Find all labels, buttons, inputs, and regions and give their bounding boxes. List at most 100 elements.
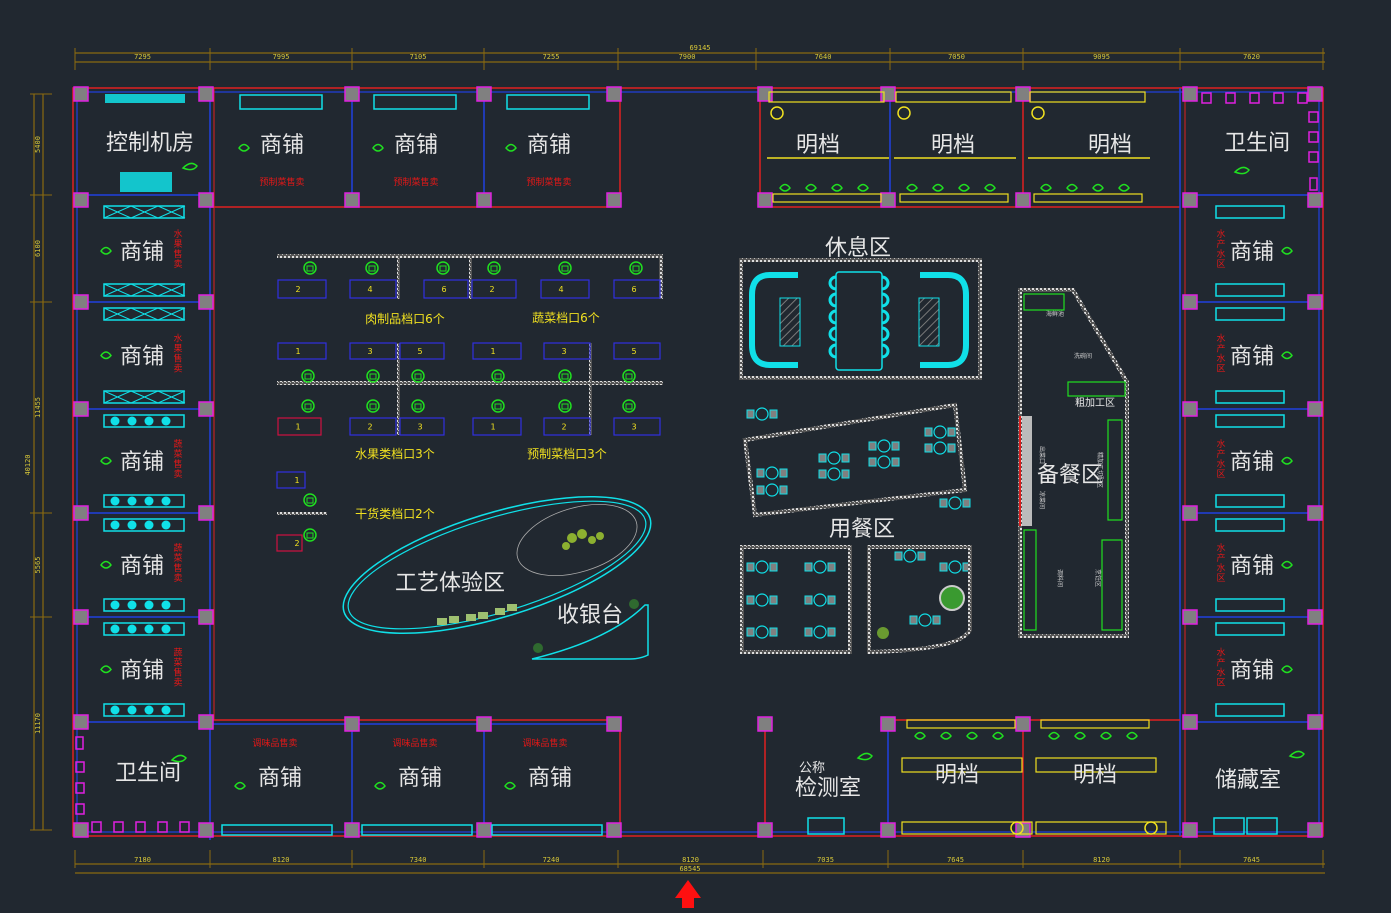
svg-text:售: 售 [173,248,182,260]
fine-processing-label: 精加工切配区 [1096,452,1104,488]
dim-bottom-segment: 7340 [410,856,427,864]
dining-table [909,613,941,627]
svg-text:1: 1 [490,423,495,432]
svg-text:调味品售卖: 调味品售卖 [252,737,297,749]
svg-text:水: 水 [173,228,182,240]
svg-text:产: 产 [1216,238,1225,250]
svg-text:卖: 卖 [173,469,182,480]
svg-text:水: 水 [1216,248,1225,260]
dimension-left [33,94,44,830]
svg-text:2: 2 [561,423,566,432]
svg-text:3: 3 [367,347,372,356]
stall-vendor-icon [411,399,425,413]
storage-room-label: 储藏室 [1215,768,1281,793]
stall-box: 5 [399,342,445,360]
dining-table [939,560,971,574]
stall-box: 1 [472,417,522,436]
stall-vendor-icon [491,369,505,383]
svg-text:水: 水 [1216,458,1225,470]
open-stall-bottom: 明档 [901,719,1033,835]
dim-left-segment: 6100 [34,240,42,257]
dining-table [756,483,788,497]
dim-top-segment: 7620 [1243,53,1260,61]
stall-vendor-icon [303,493,317,507]
stall-box: 3 [349,342,397,360]
svg-text:商铺: 商铺 [1230,240,1274,265]
cashier-area: 收银台 [531,599,649,660]
svg-text:水: 水 [173,333,182,345]
svg-text:水: 水 [1216,438,1225,450]
chair-icon [372,143,384,152]
seafood-pool-label: 海鲜池 [1046,310,1064,318]
svg-text:2: 2 [294,539,299,548]
chair-icon [984,183,996,192]
stall-vendor-icon [301,399,315,413]
chair-icon [857,183,869,192]
dim-left-total: 40120 [24,454,32,475]
svg-text:4: 4 [367,285,372,294]
dim-bottom-segment: 7240 [543,856,560,864]
svg-text:2: 2 [489,285,494,294]
open-stall-top: 明档 [767,91,889,203]
stall-label-vegetable: 蔬菜档口6个 [532,311,600,325]
svg-text:商铺: 商铺 [120,554,164,579]
dining-table [756,466,788,480]
open-stall-top: 明档 [1028,91,1150,203]
stall-box: 2 [277,279,327,299]
inspection-prefix-label: 公称 [799,761,825,776]
dimension-top [75,52,1325,63]
svg-text:1: 1 [490,347,495,356]
chair-icon [1040,183,1052,192]
inspection-room: 公称 检测室 [795,752,873,835]
svg-text:产: 产 [1216,552,1225,564]
svg-text:菜: 菜 [173,657,182,669]
craft-area-label: 工艺体验区 [395,571,505,596]
dining-area: 用餐区 [740,402,972,655]
stall-label-fruit: 水果类档口3个 [355,447,435,461]
dining-area-label: 用餐区 [829,517,895,542]
stall-vendor-icon [491,399,505,413]
svg-text:3: 3 [631,423,636,432]
svg-text:卖: 卖 [173,573,182,584]
control-room-label: 控制机房 [106,131,194,156]
svg-text:售: 售 [173,667,182,679]
svg-text:6: 6 [441,285,446,294]
dim-bottom-segment: 7645 [947,856,964,864]
dining-table [818,467,850,481]
stall-vendor-icon [303,261,317,275]
dim-bottom-total: 68545 [679,865,700,873]
chair-icon [374,781,386,790]
entrance-arrow-icon [675,880,701,908]
exterior-walls [72,87,1324,837]
stall-box: 2 [471,279,517,299]
svg-text:水: 水 [1216,647,1225,659]
chair-icon [1074,731,1086,740]
stall-box: 6 [423,279,469,299]
stall-vendor-icon [487,261,501,275]
dim-bottom-segment: 8120 [273,856,290,864]
svg-text:5: 5 [417,347,422,356]
dining-table [818,451,850,465]
dining-table [804,560,836,574]
svg-text:4: 4 [558,285,563,294]
stall-box: 6 [613,279,661,299]
dim-bottom-segment: 7035 [817,856,834,864]
svg-text:菜: 菜 [173,448,182,460]
dim-bottom-segment: 8120 [682,856,699,864]
svg-text:水: 水 [1216,353,1225,365]
dim-bottom-segment: 8120 [1093,856,1110,864]
svg-text:蔬: 蔬 [173,542,182,554]
stall-box: 1 [277,342,327,360]
svg-text:5: 5 [631,347,636,356]
svg-text:商铺: 商铺 [260,133,304,158]
